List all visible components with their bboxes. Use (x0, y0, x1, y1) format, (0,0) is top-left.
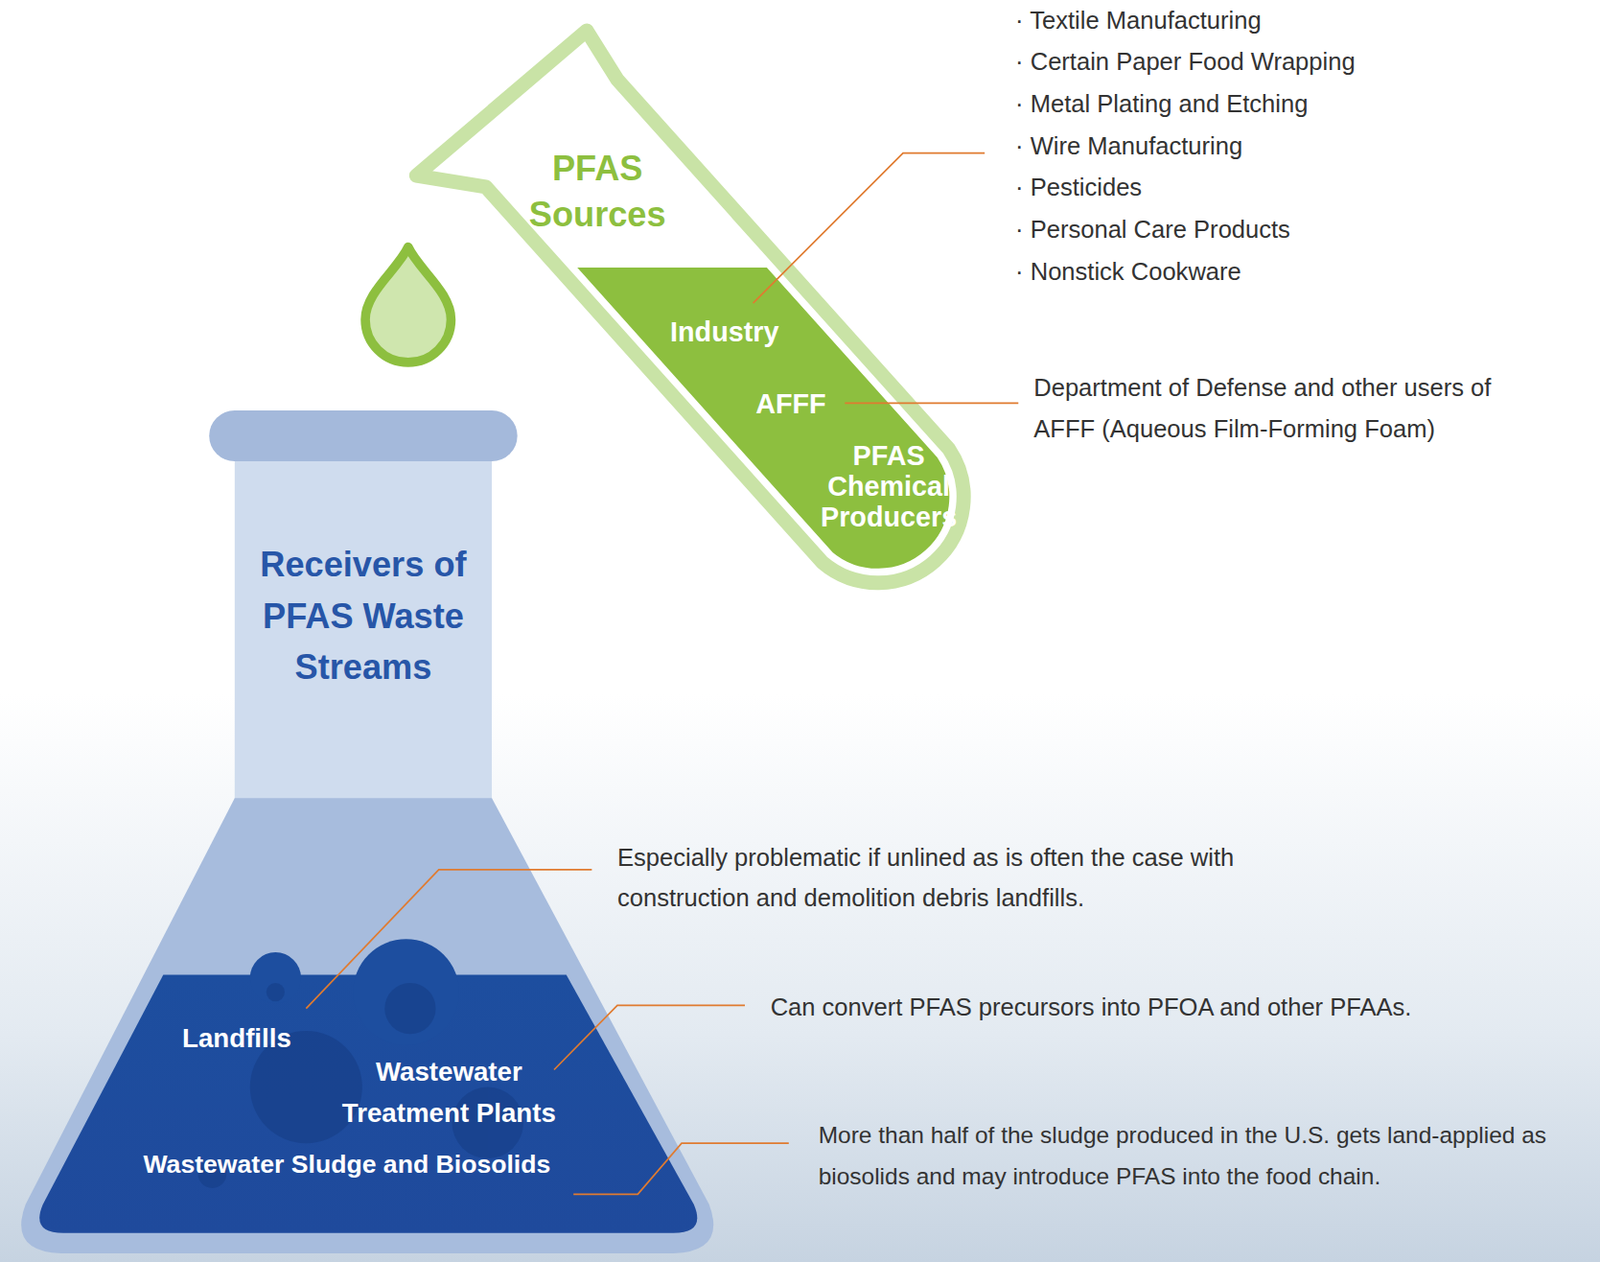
flask-shape (0, 397, 735, 1260)
item-label: Wastewater Sludge and Biosolids (96, 1146, 598, 1180)
callout-note: Department of Defense and other users of… (1033, 367, 1506, 449)
source-list-item: · Pesticides (1015, 172, 1546, 204)
callout-note: Especially problematic if unlined as is … (617, 836, 1266, 919)
item-label: Wastewater Treatment Plants (321, 1050, 577, 1133)
callout-note: More than half of the sludge produced in… (818, 1113, 1595, 1196)
item-label: Industry (652, 315, 796, 348)
source-list-item: · Textile Manufacturing (1015, 4, 1546, 36)
source-list-item: · Nonstick Cookware (1015, 255, 1546, 287)
item-label: AFFF (749, 387, 832, 420)
source-list-item: · Certain Paper Food Wrapping (1015, 46, 1546, 78)
item-label: Landfills (171, 1020, 302, 1054)
source-list-item: · Metal Plating and Etching (1015, 89, 1546, 120)
source-list-item: · Wire Manufacturing (1015, 130, 1546, 162)
test-tube-node: PFAS SourcesIndustryAFFF PFAS Chemical Pr… (402, 20, 1005, 623)
item-label: PFAS Chemical Producers (795, 440, 982, 534)
callout-note: Can convert PFAS precursors into PFOA an… (770, 992, 1567, 1023)
shape-heading: Receivers of PFAS Waste Streams (235, 538, 491, 693)
source-list-item: · Personal Care Products (1015, 214, 1546, 246)
shape-heading: PFAS Sources (503, 145, 693, 238)
flask-node: Receivers of PFAS Waste StreamsLandfills… (0, 397, 735, 1260)
